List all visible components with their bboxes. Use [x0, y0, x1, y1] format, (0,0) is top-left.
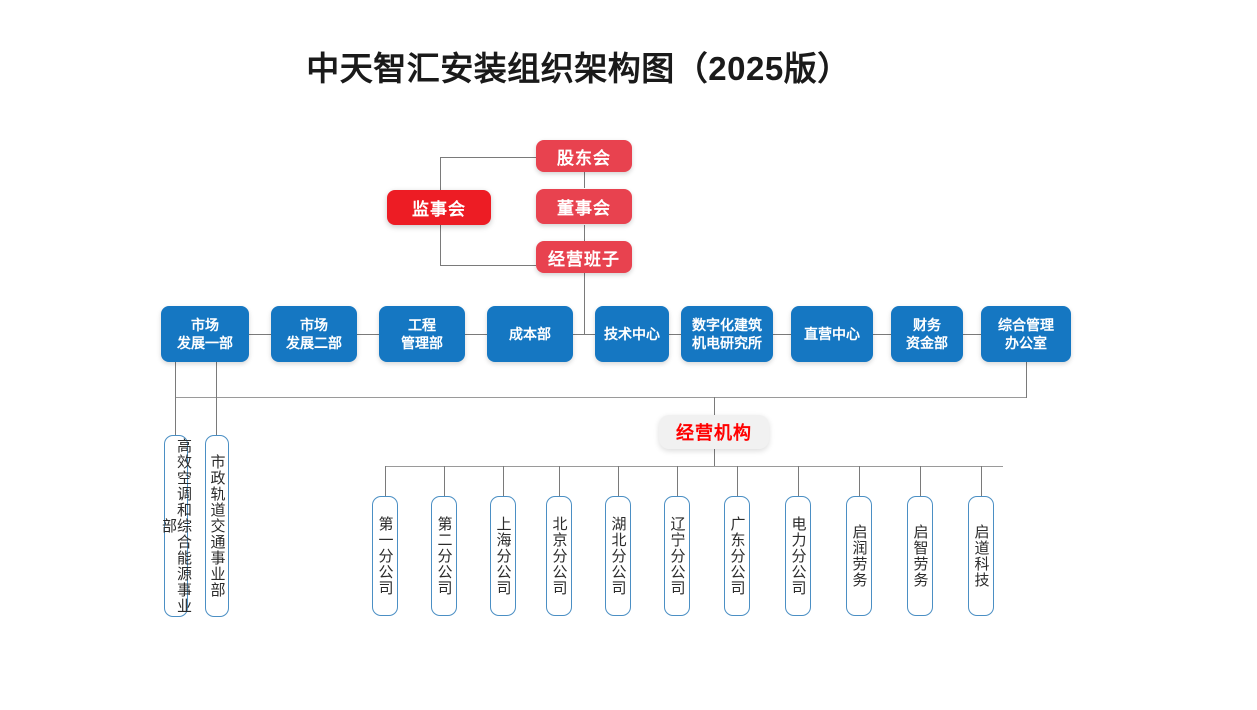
connector-branch-drop-7 — [737, 466, 738, 496]
connector-business-units-to-branch-bus — [714, 449, 715, 466]
node-board-label: 董事会 — [557, 199, 611, 218]
node-branch-qirun-labor-label: 启润劳务 — [850, 524, 868, 588]
node-department-market-dev-1-label: 市场 发展一部 — [177, 316, 233, 351]
connector-branch-drop-3 — [503, 466, 504, 496]
connector-mid-bus — [175, 397, 1027, 398]
node-branch-liaoning[interactable]: 辽宁分公司 — [664, 496, 690, 616]
connector-dept-8-9 — [963, 334, 981, 335]
node-supervisors[interactable]: 监事会 — [387, 190, 491, 225]
node-department-digital-research[interactable]: 数字化建筑 机电研究所 — [681, 306, 773, 362]
node-department-market-dev-2-label: 市场 发展二部 — [286, 316, 342, 351]
node-branch-power[interactable]: 电力分公司 — [785, 496, 811, 616]
connector-dept-7-8 — [873, 334, 891, 335]
connector-branch-drop-11 — [981, 466, 982, 496]
node-branch-qizhi-labor-label: 启智劳务 — [911, 524, 929, 588]
node-department-finance[interactable]: 财务 资金部 — [891, 306, 963, 362]
node-department-engineering[interactable]: 工程 管理部 — [379, 306, 465, 362]
node-department-direct-operations[interactable]: 直营中心 — [791, 306, 873, 362]
node-department-cost[interactable]: 成本部 — [487, 306, 573, 362]
connector-branch-drop-6 — [677, 466, 678, 496]
node-branch-beijing[interactable]: 北京分公司 — [546, 496, 572, 616]
connector-dept-6-7 — [773, 334, 791, 335]
node-department-general-office[interactable]: 综合管理 办公室 — [981, 306, 1071, 362]
connector-bus-to-business-units — [714, 397, 715, 415]
connector-general-office-riser — [1026, 362, 1027, 398]
connector-branch-drop-9 — [859, 466, 860, 496]
node-shareholders-label: 股东会 — [557, 148, 611, 168]
connector-branch-drop-8 — [798, 466, 799, 496]
connector-branch-drop-2 — [444, 466, 445, 496]
node-department-direct-operations-label: 直营中心 — [804, 325, 860, 342]
connector-dept-2-3 — [357, 334, 379, 335]
connector-dept-1-2 — [249, 334, 271, 335]
node-division-rail-transit[interactable]: 市政轨道交通事业部 — [205, 435, 229, 617]
connector-branch-drop-5 — [618, 466, 619, 496]
node-division-rail-transit-label: 市政轨道交通事业部 — [208, 454, 226, 598]
node-branch-guangdong-label: 广东分公司 — [728, 516, 746, 596]
node-branch-qidao-tech[interactable]: 启道科技 — [968, 496, 994, 616]
node-branch-shanghai[interactable]: 上海分公司 — [490, 496, 516, 616]
connector-management-to-departments — [584, 272, 585, 335]
node-department-finance-label: 财务 资金部 — [906, 316, 948, 351]
connector-branch-drop-1 — [385, 466, 386, 496]
node-branch-qirun-labor[interactable]: 启润劳务 — [846, 496, 872, 616]
node-branch-first-company-label: 第一分公司 — [376, 516, 394, 596]
node-management-team-label: 经营班子 — [548, 249, 620, 269]
connector-dept-5-6 — [669, 334, 681, 335]
node-branch-shanghai-label: 上海分公司 — [494, 516, 512, 596]
node-business-units-label: 经营机构 — [676, 423, 752, 443]
node-branch-hubei-label: 湖北分公司 — [609, 516, 627, 596]
node-branch-qizhi-labor[interactable]: 启智劳务 — [907, 496, 933, 616]
node-branch-second-company-label: 第二分公司 — [435, 516, 453, 596]
node-branch-beijing-label: 北京分公司 — [550, 516, 568, 596]
node-branch-guangdong[interactable]: 广东分公司 — [724, 496, 750, 616]
node-department-digital-research-label: 数字化建筑 机电研究所 — [692, 316, 762, 351]
node-supervisors-label: 监事会 — [412, 200, 466, 219]
connector-branch-drop-10 — [920, 466, 921, 496]
connector-branch-to-management — [440, 265, 536, 266]
node-shareholders[interactable]: 股东会 — [536, 140, 632, 172]
node-division-hvac-energy-label: 高效空调和综合能源事业部 — [160, 438, 192, 614]
connector-market-dev-1-drop-left — [175, 362, 176, 435]
node-department-cost-label: 成本部 — [509, 325, 551, 342]
connector-branch-drop-4 — [559, 466, 560, 496]
connector-shareholders-to-branch — [440, 157, 536, 158]
connector-shareholders-board — [584, 172, 585, 188]
node-branch-first-company[interactable]: 第一分公司 — [372, 496, 398, 616]
node-department-tech-center[interactable]: 技术中心 — [595, 306, 669, 362]
node-management-team[interactable]: 经营班子 — [536, 241, 632, 273]
node-branch-hubei[interactable]: 湖北分公司 — [605, 496, 631, 616]
node-department-market-dev-2[interactable]: 市场 发展二部 — [271, 306, 357, 362]
connector-branch-bus — [385, 466, 1003, 467]
connector-dept-3-4 — [465, 334, 487, 335]
connector-board-management — [584, 225, 585, 241]
node-board[interactable]: 董事会 — [536, 189, 632, 224]
connector-market-dev-1-drop-right — [216, 362, 217, 435]
connector-dept-4-5 — [573, 334, 595, 335]
node-department-tech-center-label: 技术中心 — [604, 325, 660, 342]
node-department-engineering-label: 工程 管理部 — [401, 316, 443, 351]
page-title: 中天智汇安装组织架构图（2025版） — [306, 50, 851, 87]
node-department-general-office-label: 综合管理 办公室 — [998, 316, 1054, 351]
node-branch-qidao-tech-label: 启道科技 — [972, 524, 990, 588]
node-branch-power-label: 电力分公司 — [789, 516, 807, 596]
node-division-hvac-energy[interactable]: 高效空调和综合能源事业部 — [160, 435, 192, 617]
node-branch-liaoning-label: 辽宁分公司 — [668, 516, 686, 596]
node-business-units[interactable]: 经营机构 — [659, 415, 769, 449]
node-branch-second-company[interactable]: 第二分公司 — [431, 496, 457, 616]
node-department-market-dev-1[interactable]: 市场 发展一部 — [161, 306, 249, 362]
